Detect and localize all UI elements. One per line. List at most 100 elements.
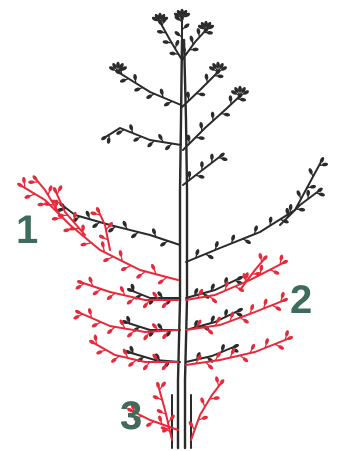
bud-icon bbox=[22, 177, 26, 184]
bud-icon bbox=[263, 298, 268, 305]
bud-icon bbox=[273, 270, 280, 276]
bud-icon bbox=[152, 394, 159, 400]
bud-icon bbox=[223, 112, 230, 117]
bud-icon bbox=[196, 28, 201, 35]
bud-icon bbox=[211, 112, 215, 119]
bud-icon bbox=[308, 168, 314, 175]
bud-icon bbox=[174, 39, 180, 46]
bud-icon bbox=[200, 161, 204, 167]
top-branch bbox=[182, 30, 206, 60]
bud-icon bbox=[279, 254, 284, 261]
red-branches bbox=[16, 174, 293, 440]
bud-icon bbox=[96, 350, 103, 356]
bud-icon bbox=[80, 242, 87, 247]
bud-icon bbox=[100, 241, 105, 248]
red-base-right bbox=[191, 382, 222, 440]
bud-icon bbox=[299, 208, 306, 212]
bud-icon bbox=[91, 322, 98, 328]
bud-icon bbox=[156, 408, 163, 414]
bud-icon bbox=[128, 124, 133, 131]
bud-icon bbox=[57, 185, 63, 192]
bud-icon bbox=[52, 217, 59, 221]
bud-icon bbox=[119, 285, 125, 292]
bud-icon bbox=[162, 40, 169, 44]
bud-icon bbox=[118, 250, 123, 257]
bud-icon bbox=[151, 228, 157, 235]
mid-left-branch bbox=[104, 128, 181, 145]
label-3: 3 bbox=[120, 396, 142, 436]
bud-icon bbox=[88, 276, 94, 283]
bud-icon bbox=[192, 47, 199, 51]
bud-icon bbox=[102, 257, 109, 263]
bud-icon bbox=[28, 180, 34, 184]
bud-icon bbox=[214, 376, 219, 383]
bud-icon bbox=[122, 220, 128, 227]
bud-icon bbox=[159, 88, 164, 95]
bud-icon bbox=[189, 35, 194, 42]
bud-icon bbox=[296, 190, 302, 197]
bud-icon bbox=[199, 92, 206, 96]
bud-icon bbox=[200, 397, 206, 404]
bud-icon bbox=[207, 254, 214, 260]
dark-branches bbox=[57, 9, 328, 448]
bud-icon bbox=[238, 86, 242, 92]
bud-icon bbox=[63, 228, 70, 233]
bud-icon bbox=[163, 101, 170, 107]
bud-icon bbox=[157, 133, 163, 140]
bud-icon bbox=[280, 291, 285, 298]
bud-icon bbox=[306, 190, 310, 196]
bud-icon bbox=[188, 171, 192, 177]
bud-icon bbox=[85, 210, 91, 217]
bud-icon bbox=[213, 396, 220, 400]
bud-icon bbox=[250, 343, 256, 350]
upper-left-branch bbox=[118, 72, 181, 105]
bud-icon bbox=[120, 266, 127, 272]
bud-icon bbox=[214, 241, 219, 248]
label-2: 2 bbox=[290, 280, 312, 320]
bud-icon bbox=[155, 381, 160, 388]
bud-icon bbox=[269, 216, 273, 223]
upper-right-branch bbox=[181, 72, 218, 108]
bud-icon bbox=[206, 31, 213, 35]
label-1: 1 bbox=[16, 210, 38, 250]
bud-icon bbox=[210, 154, 214, 160]
bud-icon bbox=[157, 415, 162, 422]
red-left-3 bbox=[92, 342, 178, 362]
bud-icon bbox=[249, 304, 254, 311]
bud-icon bbox=[284, 330, 289, 337]
bud-icon bbox=[217, 74, 224, 78]
bud-icon bbox=[195, 249, 200, 256]
bud-icon bbox=[73, 314, 80, 320]
bud-icon bbox=[98, 234, 105, 240]
bud-icon bbox=[107, 137, 111, 144]
bud-icon bbox=[134, 87, 141, 93]
bud-icon bbox=[48, 185, 54, 192]
bud-icon bbox=[264, 338, 269, 345]
bud-icon bbox=[318, 192, 325, 197]
bud-icon bbox=[201, 415, 208, 420]
bud-icon bbox=[321, 162, 328, 167]
bud-icon bbox=[198, 136, 205, 140]
bud-icon bbox=[253, 225, 258, 232]
bud-icon bbox=[309, 184, 316, 189]
bud-icon bbox=[258, 253, 263, 260]
bud-icon bbox=[169, 51, 176, 55]
bud-icon bbox=[228, 95, 232, 102]
bud-icon bbox=[133, 74, 137, 81]
bud-icon bbox=[150, 263, 156, 270]
main-stem-outline bbox=[184, 40, 187, 448]
bud-icon bbox=[231, 234, 236, 241]
bud-icon bbox=[216, 62, 220, 68]
bud-icon bbox=[93, 334, 98, 341]
bud-icon bbox=[240, 97, 247, 102]
bud-icon bbox=[116, 62, 120, 68]
bud-icon bbox=[90, 211, 97, 216]
bud-icon bbox=[24, 194, 31, 200]
bud-icon bbox=[199, 122, 203, 129]
bud-icon bbox=[289, 204, 293, 211]
bud-icon bbox=[87, 308, 92, 315]
bud-icon bbox=[221, 157, 228, 162]
bud-icon bbox=[37, 202, 44, 206]
long-left-branch bbox=[62, 205, 180, 245]
